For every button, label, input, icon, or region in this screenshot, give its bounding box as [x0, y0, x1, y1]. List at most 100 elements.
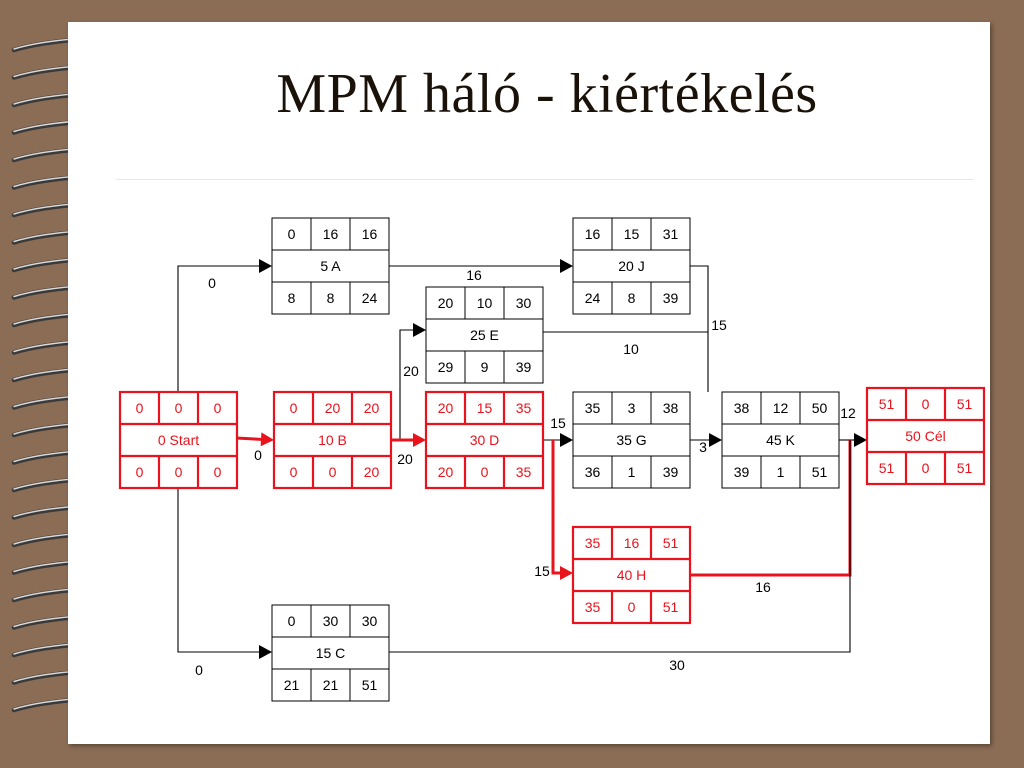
edge-weight-label: 3: [699, 439, 707, 455]
edge-B-E: 20: [391, 323, 426, 441]
arrowhead: [259, 259, 272, 273]
node-top-value: 30: [362, 613, 378, 629]
node-top-value: 51: [879, 396, 895, 412]
node-top-value: 16: [624, 535, 640, 551]
node-bottom-value: 0: [329, 464, 337, 480]
node-top-value: 51: [957, 396, 973, 412]
edge-weight-label: 15: [534, 563, 550, 579]
edge-start-A: 0: [177, 259, 272, 392]
node-top-value: 51: [663, 535, 679, 551]
node-label: 25 E: [470, 327, 499, 343]
edge-weight-label: 15: [550, 415, 566, 431]
node-top-value: 31: [663, 226, 679, 242]
node-bottom-value: 35: [516, 464, 532, 480]
node-top-value: 15: [477, 400, 493, 416]
node-top-value: 20: [325, 400, 341, 416]
edge-weight-label: 0: [208, 275, 216, 291]
node-bottom-value: 20: [438, 464, 454, 480]
node-top-value: 0: [288, 613, 296, 629]
arrowhead: [560, 433, 573, 447]
node-box: [272, 390, 393, 490]
edge-E-K: 10: [543, 331, 708, 357]
edge-weight-label: 15: [711, 317, 727, 333]
node-box: [572, 217, 691, 315]
node-bottom-value: 0: [290, 464, 298, 480]
edge-K-cel: 12: [839, 405, 867, 447]
edge-J-K: 15: [690, 265, 727, 392]
node-label: 45 K: [766, 432, 795, 448]
edge-D-H: 15: [534, 440, 573, 580]
edge-line: [389, 440, 851, 653]
node-top-value: 15: [624, 226, 640, 242]
node-bottom-value: 8: [327, 290, 335, 306]
node-bottom-value: 0: [481, 464, 489, 480]
node-bottom-value: 0: [628, 599, 636, 615]
edge-weight-label: 12: [840, 405, 856, 421]
node-top-value: 0: [922, 396, 930, 412]
node-top-value: 0: [214, 400, 222, 416]
node-top-value: 0: [288, 226, 296, 242]
node-top-value: 20: [364, 400, 380, 416]
arrowhead: [259, 645, 272, 659]
node-bottom-value: 39: [663, 464, 679, 480]
arrowhead: [560, 566, 573, 580]
edge-line: [235, 436, 262, 441]
node-top-value: 35: [585, 535, 601, 551]
node-label: 40 H: [617, 567, 647, 583]
node-top-value: 0: [136, 400, 144, 416]
node-bottom-value: 39: [663, 290, 679, 306]
node-top-value: 3: [628, 400, 636, 416]
edge-line: [391, 329, 413, 441]
arrowhead: [413, 323, 426, 337]
node-top-value: 30: [323, 613, 339, 629]
node-bottom-value: 51: [812, 464, 828, 480]
node-bottom-value: 36: [585, 464, 601, 480]
node-bottom-value: 51: [957, 460, 973, 476]
node-top-value: 0: [290, 400, 298, 416]
node-box: [572, 391, 691, 489]
node-label: 0 Start: [158, 432, 199, 448]
node-bottom-value: 1: [628, 464, 636, 480]
node-bottom-value: 24: [362, 290, 378, 306]
node-label: 50 Cél: [905, 428, 945, 444]
node-top-value: 16: [362, 226, 378, 242]
node-top-value: 38: [663, 400, 679, 416]
edge-A-J: 16: [389, 259, 573, 283]
node-bottom-value: 35: [585, 599, 601, 615]
node-bottom-value: 21: [323, 677, 339, 693]
edge-weight-label: 30: [669, 657, 685, 673]
arrowhead: [854, 433, 867, 447]
title-divider: [116, 179, 974, 180]
node-top-value: 10: [477, 295, 493, 311]
edge-line: [177, 488, 259, 653]
node-label: 15 C: [316, 645, 346, 661]
node-box: [271, 217, 390, 315]
node-bottom-value: 9: [481, 359, 489, 375]
node-top-value: 35: [585, 400, 601, 416]
node-bottom-value: 0: [214, 464, 222, 480]
edge-weight-label: 20: [403, 363, 419, 379]
edge-start-C: 0: [177, 488, 272, 678]
node-top-value: 50: [812, 400, 828, 416]
node-bottom-value: 51: [879, 460, 895, 476]
edge-B-D: 20: [391, 433, 426, 467]
node-label: 5 A: [320, 258, 341, 274]
node-top-value: 35: [516, 400, 532, 416]
node-top-value: 20: [438, 400, 454, 416]
arrowhead: [709, 433, 722, 447]
edge-weight-label: 16: [466, 267, 482, 283]
node-top-value: 16: [585, 226, 601, 242]
node-box: [118, 390, 239, 490]
node-bottom-value: 21: [284, 677, 300, 693]
node-label: 20 J: [618, 258, 644, 274]
page-title: MPM háló - kiértékelés: [276, 63, 818, 125]
